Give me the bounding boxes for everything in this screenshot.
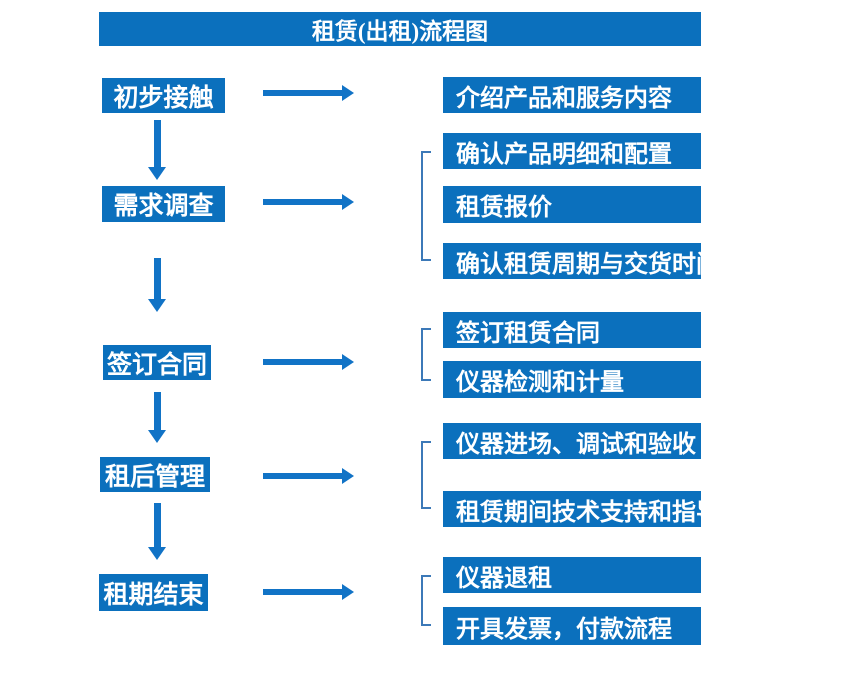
detail-label: 开具发票，付款流程 — [456, 616, 672, 643]
right-arrow-icon — [263, 85, 354, 101]
arrow-head — [148, 547, 166, 560]
detail-instrument-setup-acceptance: 仪器进场、调试和验收 — [443, 423, 701, 459]
step-demand-survey: 需求调查 — [102, 186, 225, 222]
right-arrow-icon — [263, 468, 354, 484]
bracket-connector — [421, 328, 431, 381]
detail-label: 确认产品明细和配置 — [456, 141, 672, 168]
arrow-shaft — [263, 90, 342, 96]
arrow-head — [342, 354, 354, 370]
step-label: 初步接触 — [113, 84, 214, 112]
detail-instrument-return: 仪器退租 — [443, 557, 701, 593]
arrow-head — [342, 85, 354, 101]
arrow-shaft — [154, 392, 161, 431]
chart-title: 租赁(出租)流程图 — [311, 19, 489, 44]
detail-label: 仪器进场、调试和验收 — [456, 431, 696, 458]
step-label: 租期结束 — [103, 581, 204, 609]
arrow-head — [148, 167, 166, 180]
step-sign-contract: 签订合同 — [103, 345, 211, 380]
arrow-shaft — [263, 473, 342, 479]
detail-label: 仪器检测和计量 — [456, 370, 624, 396]
right-arrow-icon — [263, 354, 354, 370]
step-post-rental-management: 租后管理 — [100, 457, 210, 492]
step-label: 需求调查 — [113, 193, 214, 220]
step-label: 租后管理 — [104, 463, 205, 491]
down-arrow-icon — [148, 503, 166, 560]
detail-label: 签订租赁合同 — [456, 320, 600, 347]
arrow-head — [342, 468, 354, 484]
arrow-shaft — [154, 503, 161, 548]
bracket-connector — [421, 441, 431, 509]
down-arrow-icon — [148, 258, 166, 312]
detail-label: 仪器退租 — [456, 565, 552, 592]
arrow-shaft — [154, 258, 161, 300]
step-initial-contact: 初步接触 — [102, 78, 225, 113]
arrow-head — [148, 299, 166, 312]
bracket-connector — [421, 151, 431, 261]
step-rental-end: 租期结束 — [99, 574, 208, 611]
right-arrow-icon — [263, 194, 354, 210]
detail-instrument-testing: 仪器检测和计量 — [443, 361, 701, 398]
step-label: 签订合同 — [106, 351, 207, 379]
down-arrow-icon — [148, 392, 166, 443]
arrow-shaft — [154, 120, 161, 168]
detail-confirm-product-details: 确认产品明细和配置 — [443, 133, 701, 169]
detail-label: 介绍产品和服务内容 — [456, 85, 672, 112]
arrow-shaft — [263, 359, 342, 365]
detail-label: 租赁期间技术支持和指导 — [456, 499, 720, 526]
detail-invoice-payment: 开具发票，付款流程 — [443, 607, 701, 645]
bracket-connector — [421, 575, 431, 626]
detail-confirm-rental-period: 确认租赁周期与交货时间 — [443, 243, 720, 279]
arrow-head — [148, 430, 166, 443]
down-arrow-icon — [148, 120, 166, 180]
detail-introduce-products: 介绍产品和服务内容 — [443, 77, 701, 113]
arrow-shaft — [263, 199, 342, 205]
arrow-shaft — [263, 589, 342, 595]
detail-label: 确认租赁周期与交货时间 — [456, 251, 720, 278]
right-arrow-icon — [263, 584, 354, 600]
detail-label: 租赁报价 — [456, 195, 552, 221]
detail-sign-rental-contract: 签订租赁合同 — [443, 312, 701, 348]
detail-rental-tech-support: 租赁期间技术支持和指导 — [443, 491, 720, 527]
chart-title-bar: 租赁(出租)流程图 — [99, 12, 701, 46]
detail-rental-quote: 租赁报价 — [443, 186, 701, 223]
arrow-head — [342, 194, 354, 210]
arrow-head — [342, 584, 354, 600]
